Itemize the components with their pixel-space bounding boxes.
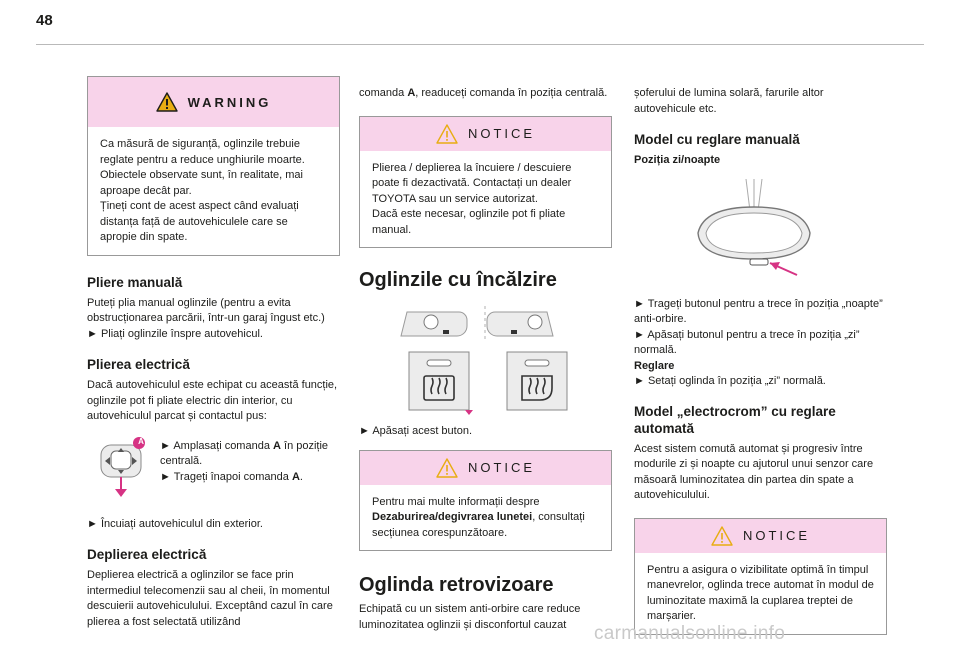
watermark: carmanualsonline.info: [594, 623, 786, 644]
notice-2-body: Pentru mai multe informații despre Dezab…: [360, 485, 611, 551]
page-number: 48: [36, 12, 53, 29]
control-label-a: A: [138, 436, 144, 446]
notice-2-text: Pentru mai multe informații despre Dezab…: [372, 495, 585, 539]
pliere-electrica-text: Dacă autovehiculul este echipat cu aceas…: [87, 379, 338, 422]
notice-2-title: NOTICE: [467, 460, 536, 475]
col2-continuation: comanda A, readuceți comanda în poziția …: [359, 87, 608, 99]
col3-continuation: șoferului de lumina solară, farurile alt…: [634, 87, 824, 115]
rearview-mirror-illustration: [697, 178, 811, 276]
rearview-mirror-text: Echipată cu un sistem anti-orbire care r…: [359, 603, 581, 631]
manual-model-heading: Model cu reglare manuală: [634, 132, 800, 147]
notice-3-header: NOTICE: [635, 518, 886, 553]
heated-mirror-illustration: [400, 306, 568, 415]
warning-box: WARNING Ca măsură de siguranță, oglinzil…: [87, 76, 340, 256]
notice-box-2: NOTICE Pentru mai multe informații despr…: [359, 449, 612, 551]
depliere-heading: Deplierea electrică: [87, 547, 207, 562]
electrochrome-heading: Model „electrocrom” cu reglare automată: [634, 403, 836, 436]
warning-text-3: Țineți cont de acest aspect când evaluaț…: [100, 200, 299, 243]
manual-step-1: ► Trageți butonul pentru a trece în pozi…: [634, 297, 883, 326]
manual-step-3: ► Setați oglinda în poziția „zi” normală…: [634, 375, 826, 387]
mirror-control-figure: A ► Amplasați comanda A în poziție centr…: [87, 433, 340, 505]
notice-2-header: NOTICE: [360, 450, 611, 485]
notice-box-1: NOTICE Plierea / deplierea la încuiere /…: [359, 115, 612, 248]
column-1: WARNING Ca măsură de siguranță, oglinzil…: [87, 56, 340, 630]
warning-text-1: Ca măsură de siguranță, oglinzile trebui…: [100, 138, 305, 166]
notice-icon: [436, 123, 458, 144]
notice-box-3: NOTICE Pentru a asigura o vizibilitate o…: [634, 517, 887, 635]
warning-body: Ca măsură de siguranță, oglinzile trebui…: [88, 127, 339, 255]
warning-header: WARNING: [88, 77, 339, 127]
column-3: șoferului de lumina solară, farurile alt…: [634, 56, 887, 635]
heated-step: ► Apăsați acest buton.: [359, 425, 473, 437]
notice-1-title: NOTICE: [467, 126, 536, 141]
reglare-label: Reglare: [634, 359, 675, 372]
notice-1-body: Plierea / deplierea la încuiere / descui…: [360, 151, 611, 248]
notice-icon: [711, 525, 733, 546]
pliere-electrica-heading: Plierea electrică: [87, 357, 190, 372]
pliere-electrica-step-1: ► Amplasați comanda A în poziție central…: [160, 439, 329, 468]
pliere-manuala-step: ► Pliați oglinzile înspre autovehicul.: [87, 327, 263, 340]
notice-1-text-2: Dacă este necesar, oglinzile pot fi plia…: [372, 208, 566, 236]
heated-mirrors-heading: Oglinzile cu încălzire: [359, 269, 557, 291]
warning-text-2: Obiectele observate sunt, în realitate, …: [100, 169, 303, 197]
warning-icon: [155, 92, 178, 112]
rearview-mirror-heading: Oglinda retrovizoare: [359, 574, 554, 596]
pliere-manuala-heading: Pliere manuală: [87, 274, 183, 290]
depliere-text: Deplierea electrică a oglinzilor se face…: [87, 569, 333, 628]
pliere-electrica-step-3: ► Încuiați autovehiculul din exterior.: [87, 517, 263, 530]
notice-3-body: Pentru a asigura o vizibilitate optimă î…: [635, 553, 886, 634]
pliere-manuala-text: Puteți plia manual oglinzile (pentru a e…: [87, 296, 325, 325]
electrochrome-text: Acest sistem comută automat și progresiv…: [634, 442, 874, 502]
pliere-electrica-step-2: ► Trageți înapoi comanda A.: [160, 470, 303, 483]
notice-icon: [436, 457, 458, 478]
header-rule: [36, 44, 924, 45]
notice-3-title: NOTICE: [742, 528, 811, 543]
warning-title: WARNING: [187, 94, 272, 110]
notice-3-text: Pentru a asigura o vizibilitate optimă î…: [647, 563, 874, 623]
pliere-electrica-steps: ► Amplasați comanda A în poziție central…: [160, 439, 340, 486]
column-2: comanda A, readuceți comanda în poziția …: [359, 56, 612, 633]
day-night-subheading: Poziția zi/noapte: [634, 154, 721, 166]
notice-1-header: NOTICE: [360, 116, 611, 151]
manual-step-2: ► Apăsați butonul pentru a trece în pozi…: [634, 328, 860, 357]
mirror-control-illustration: [100, 436, 145, 497]
notice-1-text-1: Plierea / deplierea la încuiere / descui…: [372, 161, 572, 205]
